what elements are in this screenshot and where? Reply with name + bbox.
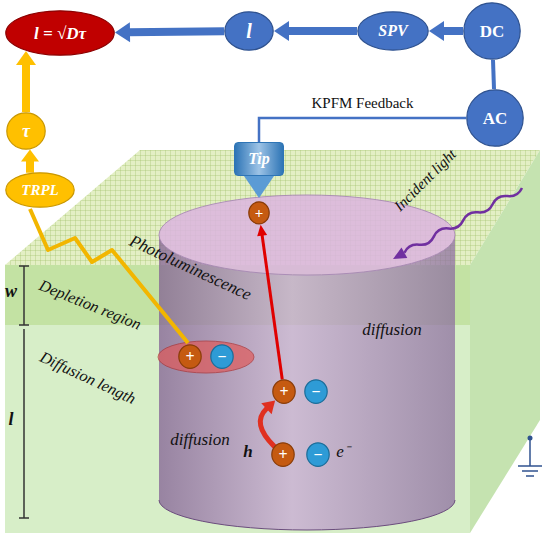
node-text: − [311, 384, 320, 400]
trpl-ellipse-shape [6, 173, 74, 207]
ground-symbol [518, 465, 542, 467]
node-text: l [246, 21, 252, 41]
length-ellipse-shape [225, 12, 273, 50]
feedback-wire [259, 118, 466, 142]
hole-charge-shape [179, 345, 201, 369]
electron-charge-shape [211, 345, 233, 369]
diffusion-arrow [260, 400, 275, 446]
node-text: TRPL [21, 183, 59, 198]
process-label: diffusion [170, 431, 230, 450]
lifetime-ellipse-shape [7, 113, 45, 149]
node-text: + [279, 384, 288, 400]
process-label: diffusion [362, 321, 422, 340]
node-text: l = √Dτ [34, 25, 86, 42]
spv-ellipse: SPV [357, 11, 429, 51]
formula-ellipse-shape [6, 11, 114, 55]
node-text: SPV [378, 23, 407, 39]
ground-symbol [526, 475, 534, 477]
dc-source: DC [463, 2, 521, 60]
arrowhead [115, 22, 130, 42]
spv-ellipse-shape [358, 12, 428, 50]
flow-arrow [115, 22, 224, 42]
cylinder-bottom [159, 500, 455, 530]
hole-charge: + [178, 344, 202, 369]
connector-line [22, 64, 30, 112]
light-arrowhead [393, 248, 407, 260]
electron-charge-shape [305, 380, 327, 404]
length-ellipse: l [224, 11, 274, 51]
node-text: − [217, 349, 226, 365]
ac-source: AC [466, 89, 524, 147]
hole-charge: + [271, 442, 295, 467]
source-link [493, 60, 494, 89]
flow-arrow [429, 21, 463, 41]
arrowhead [429, 21, 444, 41]
node-text: + [278, 447, 287, 463]
node-text: + [255, 206, 264, 221]
flow-arrow [16, 51, 36, 112]
dimension-label: l [8, 410, 13, 430]
dimension-tick [19, 517, 29, 519]
dimension-line [23, 266, 25, 325]
arrowhead [16, 51, 36, 65]
cylinder-top [159, 195, 455, 275]
node-text: τ [22, 122, 30, 140]
node-text: Tip [248, 151, 270, 167]
flow-arrow [274, 21, 357, 41]
electron-charge-shape [307, 443, 329, 467]
electron-charge: − [306, 442, 330, 467]
ac-source-shape [467, 90, 523, 146]
connector-line [128, 31, 224, 32]
exciton-cloud [158, 341, 254, 373]
hole-charge: + [272, 379, 296, 404]
arrowhead [274, 21, 289, 41]
dimension-tick [19, 265, 29, 267]
lifetime-ellipse: τ [6, 112, 46, 150]
dc-source-shape [464, 3, 520, 59]
carrier-label: e⁻ [336, 443, 350, 462]
hole-charge-shape [249, 202, 269, 224]
dimension-line [23, 329, 25, 518]
node-text: DC [480, 23, 505, 40]
hole-charge-shape [272, 443, 294, 467]
ground-symbol [522, 470, 538, 472]
dimension-tick [19, 324, 29, 326]
connector-line [443, 27, 464, 35]
light-wave [404, 188, 522, 253]
node-text: AC [483, 110, 508, 127]
side-face [470, 150, 540, 533]
ground-dot [528, 436, 533, 441]
photoluminescence-ray [30, 209, 188, 343]
electron-charge: − [304, 379, 328, 404]
connector-line [260, 409, 274, 447]
arrowhead [261, 400, 275, 414]
node-text: − [313, 447, 322, 463]
connector-line [259, 118, 466, 142]
flow-arrow [21, 150, 39, 173]
connector-line [493, 60, 494, 89]
connector-line [262, 235, 282, 380]
drift-arrow [257, 225, 282, 380]
dimension-label: w [5, 282, 17, 302]
edge-label: KPFM Feedback [309, 95, 415, 112]
electron-charge: − [210, 344, 234, 369]
tip-cone [244, 176, 274, 198]
hole-charge: + [248, 201, 270, 225]
connector-line [26, 160, 34, 172]
trpl-ellipse: TRPL [5, 172, 75, 208]
hole-charge-shape [273, 380, 295, 404]
arrowhead [257, 225, 267, 237]
arrowhead [21, 150, 39, 162]
ground-wire [529, 438, 531, 466]
tip-body: Tip [234, 142, 284, 176]
node-text: + [185, 349, 194, 365]
connector-line [288, 27, 358, 35]
carrier-label: h [243, 443, 252, 462]
formula-ellipse: l = √Dτ [5, 10, 115, 56]
